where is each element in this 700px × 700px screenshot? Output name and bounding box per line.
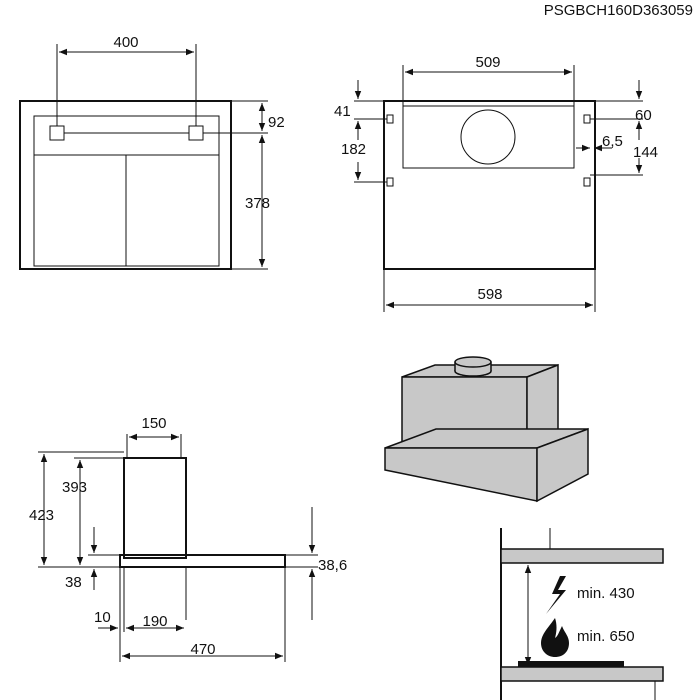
clearance-gas-label: min. 650 [577,628,635,645]
dim-label-182: 182 [341,141,366,158]
mount-brackets [386,114,591,187]
clearance-view: min. 430 min. 650 [500,528,664,700]
top-outer-frame [383,100,596,270]
mount-hole-left [49,125,65,141]
product-code: PSGBCH160D363059 [544,2,693,19]
dim-label-423: 423 [29,507,54,524]
mount-hole-right [188,125,204,141]
dim-label-509: 509 [475,54,500,71]
isometric-view [384,356,589,503]
lightning-icon [546,576,566,614]
cooktop [500,666,664,682]
dim-label-60: 60 [635,107,652,124]
dim-label-92: 92 [268,114,285,131]
dim-label-144: 144 [633,144,658,161]
hood-panel [119,554,286,568]
dim-label-10: 10 [94,609,111,626]
hood-shelf [500,548,664,564]
duct-panel [402,105,575,169]
dim-label-38: 38 [65,574,82,591]
flame-icon [541,618,569,657]
duct-opening [460,109,516,165]
clearance-electric-label: min. 430 [577,585,635,602]
dim-label-41: 41 [334,103,351,120]
dim-label-38-6: 38,6 [318,557,347,574]
dim-label-393: 393 [62,479,87,496]
duct-body [123,457,187,559]
burner [518,661,624,667]
top-view: 509 41 182 60 6,5 144 598 [334,54,658,312]
dim-label-190: 190 [142,613,167,630]
dim-label-470: 470 [190,641,215,658]
side-view: 150 423 393 38 38,6 10 190 470 [29,415,347,662]
dim-label-378: 378 [245,195,270,212]
front-view: 400 92 378 [19,34,285,270]
dim-label-150: 150 [141,415,166,432]
front-outer-frame [19,100,232,270]
dim-label-400: 400 [113,34,138,51]
dim-label-598: 598 [477,286,502,303]
dim-label-6-5: 6,5 [602,133,623,150]
